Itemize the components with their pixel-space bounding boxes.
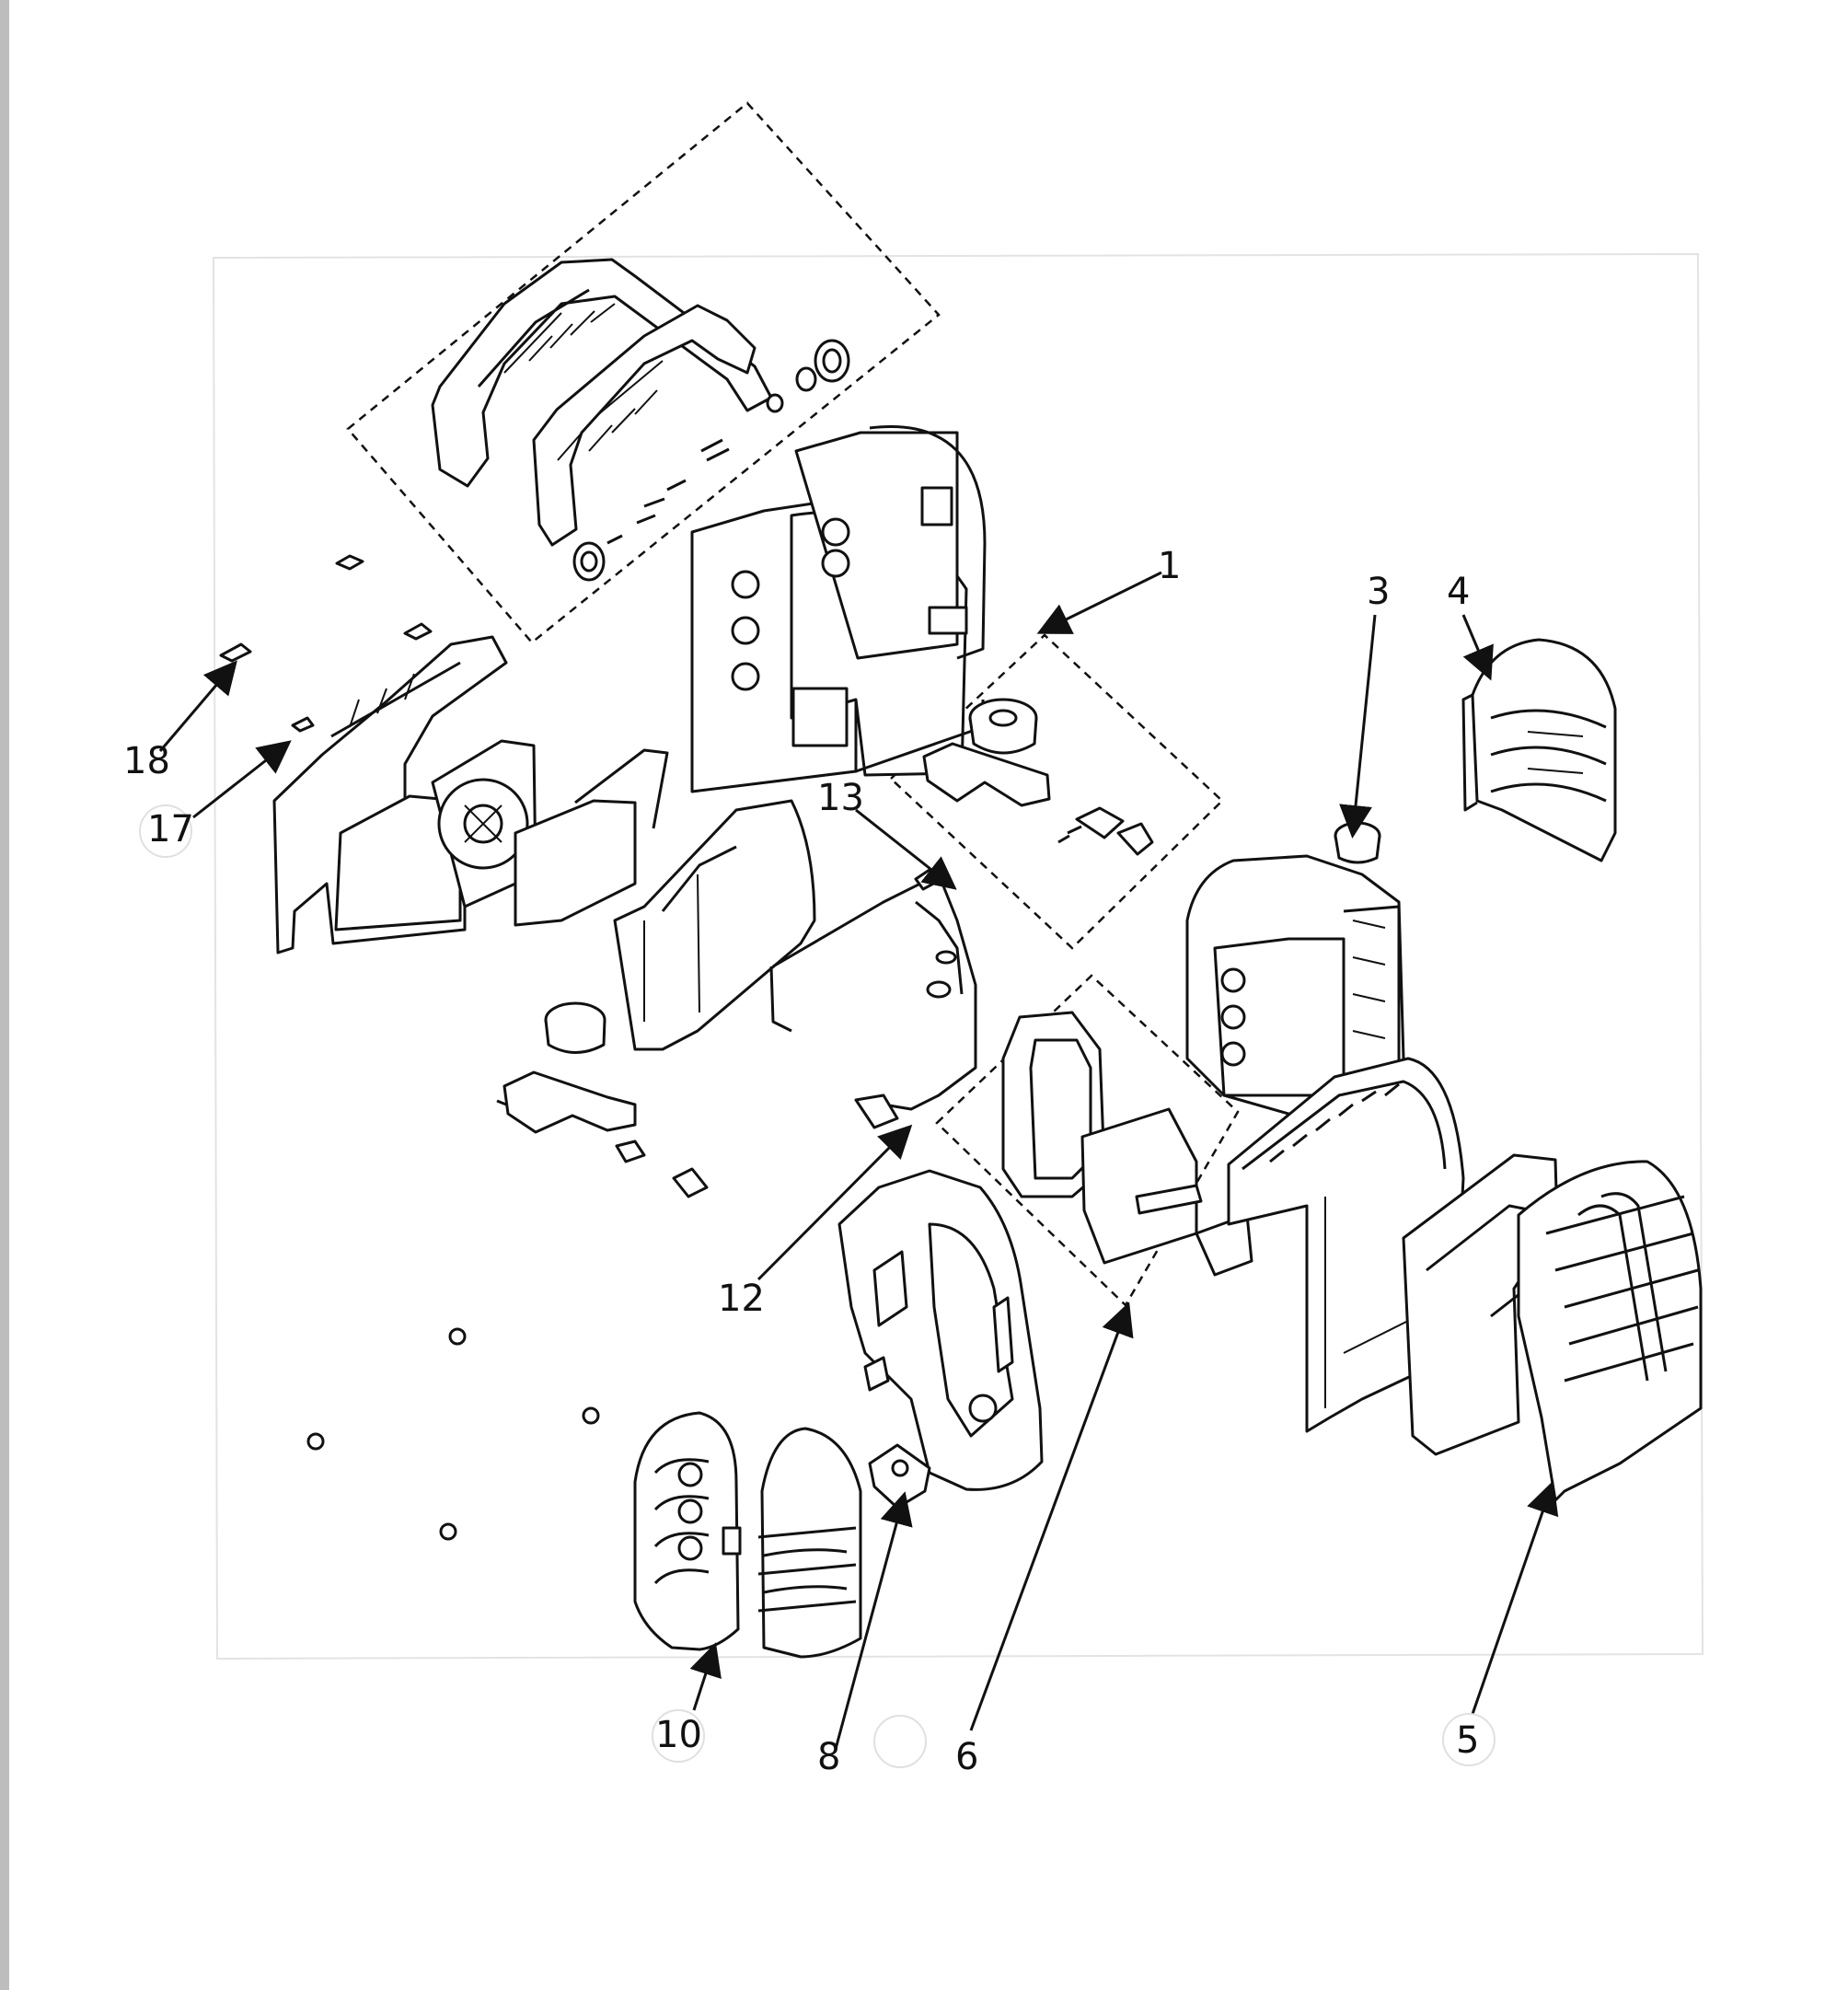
leader-5 bbox=[1469, 1480, 1559, 1720]
filter-group bbox=[1001, 1011, 1253, 1277]
item-10-side-panels bbox=[633, 1411, 862, 1659]
center-frame-top bbox=[690, 425, 987, 793]
leader-10 bbox=[689, 1642, 722, 1711]
middle-shroud bbox=[613, 799, 816, 1051]
leader-6 bbox=[969, 1302, 1134, 1731]
item-3-cap bbox=[1334, 821, 1381, 864]
callout-5: 5 bbox=[1456, 1719, 1479, 1762]
callout-13: 13 bbox=[817, 777, 864, 819]
small-clips bbox=[219, 554, 433, 733]
leader-lines bbox=[158, 571, 1559, 1750]
left-sidebar-strip bbox=[0, 0, 9, 1990]
leader-4 bbox=[1461, 614, 1494, 681]
callout-6: 6 bbox=[955, 1736, 978, 1778]
callout-1: 1 bbox=[1158, 545, 1181, 587]
leader-1 bbox=[1036, 571, 1162, 634]
callout-8: 8 bbox=[817, 1736, 840, 1778]
leader-18 bbox=[158, 660, 237, 752]
leader-13 bbox=[855, 808, 957, 890]
leader-8 bbox=[834, 1491, 913, 1750]
motor-group-box bbox=[889, 633, 1224, 950]
callout-10: 10 bbox=[655, 1714, 702, 1756]
handle-group-box bbox=[346, 101, 941, 644]
drawing-frame bbox=[212, 252, 1704, 1660]
lower-left-pulley-bracket bbox=[496, 1001, 709, 1198]
callout-17: 17 bbox=[147, 808, 194, 850]
callout-18: 18 bbox=[123, 740, 170, 782]
loose-screws bbox=[306, 1327, 600, 1541]
filter-group-box bbox=[935, 974, 1240, 1308]
lower-handle-front bbox=[532, 304, 757, 547]
item-8-bracket bbox=[868, 1443, 931, 1510]
handle-hardware bbox=[572, 339, 850, 582]
leader-12 bbox=[757, 1124, 913, 1281]
leader-3 bbox=[1339, 614, 1377, 839]
item-4-side-cover bbox=[1461, 638, 1617, 862]
callout-3: 3 bbox=[1367, 571, 1390, 613]
rear-housing-with-fan bbox=[272, 635, 669, 955]
callout-4: 4 bbox=[1447, 571, 1470, 613]
rear-frame-with-grille bbox=[1402, 1153, 1703, 1502]
callout-circles bbox=[139, 804, 1496, 1768]
dashed-group-boxes bbox=[346, 101, 1240, 1308]
leader-17 bbox=[192, 740, 292, 819]
front-door-cabinet bbox=[837, 1169, 1044, 1491]
callout-labels: 1 3 4 5 6 8 10 12 13 17 18 bbox=[123, 545, 1479, 1778]
front-grille-panel bbox=[1227, 1057, 1465, 1433]
motor-group bbox=[922, 698, 1154, 856]
callout-12: 12 bbox=[718, 1278, 765, 1320]
